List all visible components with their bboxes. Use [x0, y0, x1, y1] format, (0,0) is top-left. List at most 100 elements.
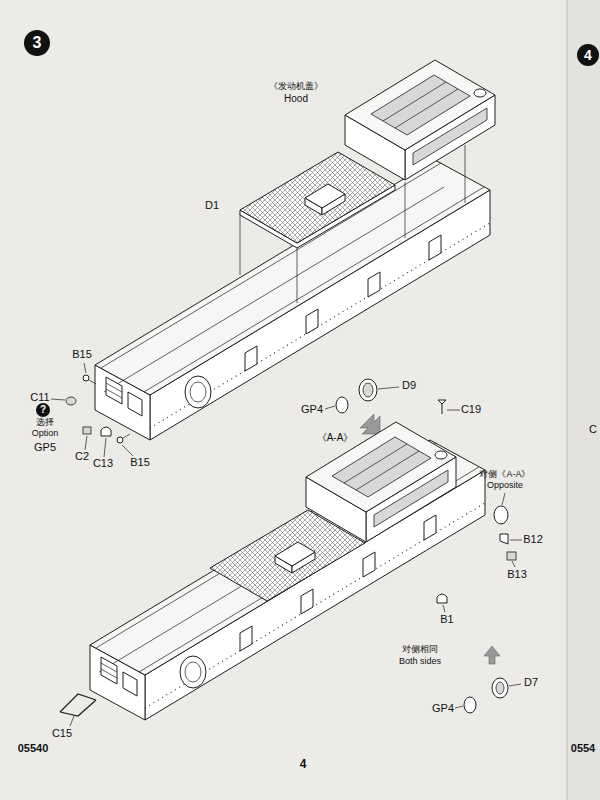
leader-line: [502, 493, 505, 505]
side-louver: [413, 108, 487, 165]
guide-line: [405, 182, 406, 238]
node-text: 3: [33, 35, 42, 51]
end-grille: [106, 377, 122, 404]
bolt-part: [117, 437, 123, 443]
leader-line: [51, 399, 65, 400]
guide-line: [297, 247, 298, 303]
side-louver: [374, 470, 448, 527]
axle-box: [368, 272, 380, 297]
callout-number: GP5: [34, 442, 56, 454]
callout-number: C15: [52, 728, 72, 740]
leader-line: [455, 706, 463, 708]
axle-box: [301, 589, 313, 614]
lens-part: [336, 397, 348, 413]
view-marker: 《A-A》: [317, 433, 354, 444]
handle-part: [60, 694, 96, 716]
next-page: [567, 0, 600, 800]
view-note: Opposite: [487, 481, 523, 490]
node-text: 4: [584, 48, 592, 62]
grille-slats: [101, 663, 117, 678]
louver-slats: [344, 444, 419, 490]
step-number: 3: [24, 30, 50, 56]
leader-line: [443, 605, 445, 612]
callout-number: B1: [440, 614, 453, 626]
direction-arrow: [484, 646, 500, 664]
leader-line: [512, 561, 515, 567]
hood-top: [306, 422, 456, 512]
small-part: [101, 427, 111, 436]
small-part: [507, 552, 516, 560]
leader-line: [510, 540, 522, 541]
ring-part: [492, 678, 508, 698]
axle-box: [424, 515, 436, 540]
bolt-part: [83, 375, 89, 381]
kit-number: 0554: [571, 743, 595, 755]
end-grille: [123, 672, 137, 696]
hood-top: [345, 60, 495, 150]
round-hatch: [190, 382, 206, 402]
round-hatch: [185, 376, 211, 408]
leader-line: [84, 363, 86, 373]
part-name: 《发动机盖》: [269, 82, 323, 91]
rivet-row: [150, 223, 490, 428]
leader-line: [85, 436, 87, 450]
plate-box: [275, 542, 315, 566]
callout-number: D7: [524, 677, 538, 689]
ring-part: [494, 506, 508, 524]
axle-box: [245, 346, 257, 371]
callout-number: C: [589, 424, 597, 436]
option-icon: ?: [36, 403, 50, 417]
kit-number: 05540: [18, 743, 49, 755]
callout-number: C11: [30, 392, 49, 404]
leader-line: [378, 387, 399, 389]
callout-number: C2: [75, 451, 89, 463]
plate-d1: [240, 152, 395, 243]
grille-slats: [106, 383, 122, 398]
page-number: 4: [300, 758, 307, 771]
leader-line: [122, 445, 133, 456]
callout-number: D9: [402, 380, 416, 392]
callout-number: D1: [205, 200, 219, 212]
callout-number: GP4: [432, 703, 454, 715]
callout-number: B15: [72, 349, 92, 361]
axle-box: [363, 552, 375, 577]
small-part: [437, 594, 447, 603]
end-grille: [128, 392, 142, 416]
guide-line: [465, 145, 466, 203]
small-part: [83, 427, 91, 434]
callout-number: B13: [507, 569, 527, 581]
note: Both sides: [399, 657, 441, 666]
louver-slats: [383, 82, 458, 128]
leader-line: [509, 684, 521, 686]
callout-number: B12: [523, 534, 543, 546]
leader-line: [70, 716, 74, 726]
ring-part: [363, 383, 373, 397]
hood-cap: [435, 451, 447, 459]
node-text: ?: [40, 405, 46, 415]
step-number: 4: [577, 44, 599, 66]
round-hatch: [180, 656, 206, 688]
callout-number: B15: [130, 457, 150, 469]
bolt-part: [123, 434, 130, 438]
axle-box: [240, 626, 252, 651]
callout-number: C13: [93, 458, 113, 470]
ring-part: [496, 682, 504, 694]
direction-arrow: [360, 414, 380, 434]
page-fold: [567, 0, 568, 800]
leader-line: [325, 406, 335, 409]
option-note: 选择: [36, 418, 54, 427]
axle-box: [429, 235, 441, 260]
option-note: Option: [32, 429, 59, 438]
hood-louver: [371, 75, 470, 135]
lens-part: [464, 697, 476, 713]
axle-box: [306, 309, 318, 334]
round-hatch: [185, 662, 201, 682]
part-name: Hood: [284, 94, 308, 105]
note: 对侧相同: [402, 645, 438, 654]
leader-line: [447, 410, 460, 411]
end-grille: [101, 657, 117, 684]
bolt-part: [89, 380, 96, 384]
